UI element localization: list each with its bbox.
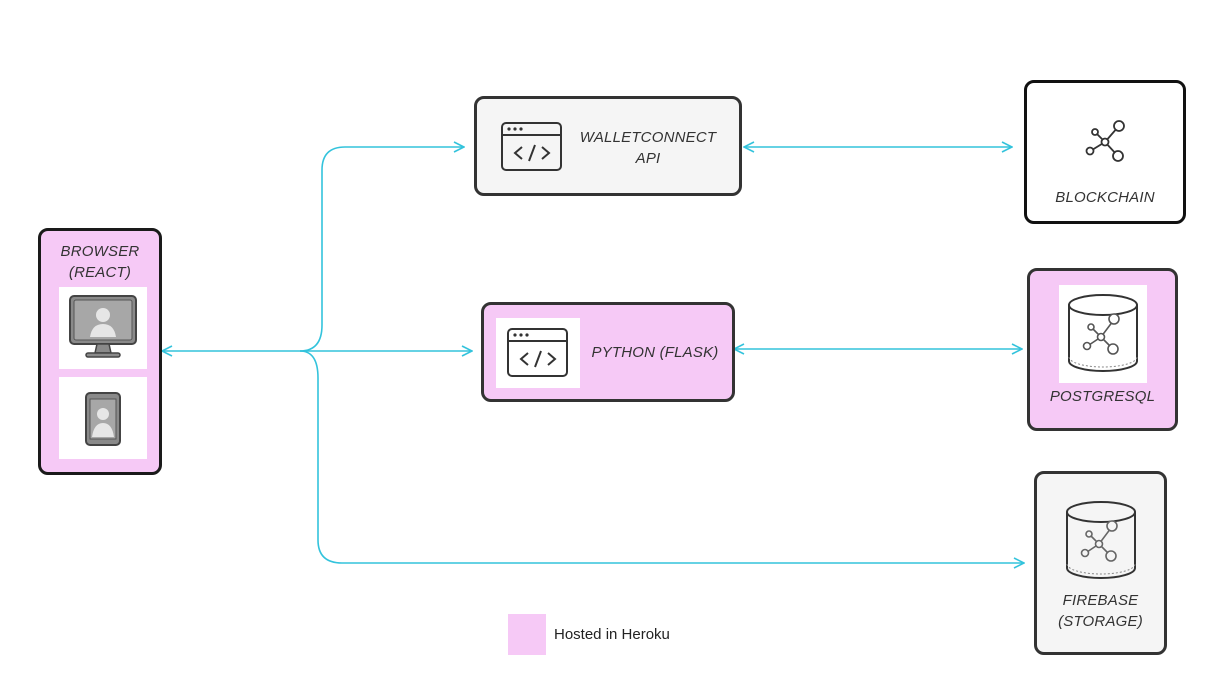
connector-browser-walletconnect (299, 147, 464, 352)
code-window-icon (501, 122, 562, 171)
firebase-label-line1: FIREBASE (1062, 592, 1139, 609)
browser-label-line2: (REACT) (68, 264, 132, 281)
postgresql-icon-tile (1059, 285, 1147, 383)
mobile-tile (59, 377, 147, 459)
python-node[interactable]: PYTHON (FLASK) (481, 302, 735, 402)
browser-node[interactable]: BROWSER (REACT) (38, 228, 162, 475)
walletconnect-node[interactable]: WALLETCONNECT API (474, 96, 742, 196)
python-icon-tile (496, 318, 580, 388)
firebase-node[interactable]: FIREBASE (STORAGE) (1034, 471, 1167, 655)
browser-label-line1: BROWSER (60, 243, 140, 260)
blockchain-label: BLOCKCHAIN (1027, 187, 1183, 208)
python-label: PYTHON (FLASK) (580, 342, 730, 363)
connector-browser-firebase (299, 350, 1024, 563)
database-icon (1066, 501, 1136, 579)
postgresql-label-text: POSTGRESQL (1049, 388, 1156, 405)
database-icon (1068, 294, 1138, 372)
mobile-user-icon (85, 392, 121, 446)
walletconnect-label-line2: API (635, 150, 661, 167)
blockchain-label-text: BLOCKCHAIN (1055, 189, 1155, 206)
python-label-text: PYTHON (FLASK) (591, 344, 719, 361)
browser-label: BROWSER (REACT) (41, 241, 159, 283)
legend-heroku-label: Hosted in Heroku (554, 626, 670, 643)
walletconnect-label: WALLETCONNECT API (573, 127, 723, 169)
network-nodes-icon (1085, 120, 1125, 162)
postgresql-node[interactable]: POSTGRESQL (1027, 268, 1178, 431)
blockchain-node[interactable]: BLOCKCHAIN (1024, 80, 1186, 224)
desktop-user-icon (69, 295, 137, 358)
postgresql-label: POSTGRESQL (1030, 386, 1175, 407)
desktop-tile (59, 287, 147, 369)
firebase-label-line2: (STORAGE) (1058, 613, 1143, 630)
walletconnect-label-line1: WALLETCONNECT (579, 129, 717, 146)
code-window-icon (507, 328, 568, 377)
firebase-label: FIREBASE (STORAGE) (1037, 590, 1164, 632)
legend-heroku-swatch (508, 614, 546, 655)
